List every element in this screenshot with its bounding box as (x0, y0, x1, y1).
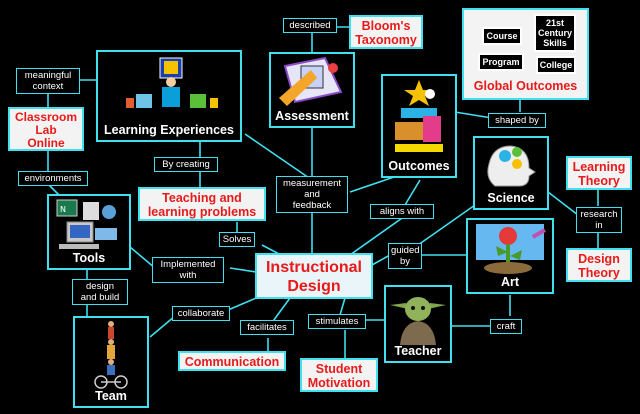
node-science[interactable]: Science (473, 136, 549, 210)
assessment-clipart-icon (279, 56, 343, 106)
tools-computer-icon: N (56, 199, 117, 249)
skills-line3: Skills (543, 38, 567, 48)
link-shaped-by: shaped by (488, 113, 546, 128)
global-outcomes-title: Global Outcomes (473, 79, 578, 93)
measurement-line1: measurement (282, 178, 342, 189)
teaching-line2: learning problems (147, 205, 257, 219)
link-research-in: research in (576, 207, 622, 233)
implemented-line2: with (179, 270, 197, 281)
student-motivation-box[interactable]: Student Motivation (300, 358, 378, 392)
global-course-item[interactable]: Course (482, 27, 522, 45)
outcomes-label: Outcomes (388, 159, 450, 173)
communication-box[interactable]: Communication (178, 351, 286, 371)
blooms-line2: Taxonomy (355, 33, 417, 47)
design-build-line1: design (86, 281, 114, 292)
node-assessment[interactable]: Assessment (269, 52, 355, 128)
link-stimulates: stimulates (308, 314, 366, 329)
teacher-yoda-icon (390, 297, 446, 345)
blooms-taxonomy-box[interactable]: Bloom's Taxonomy (349, 15, 423, 49)
link-craft: craft (490, 319, 522, 334)
classroom-lab-online-box[interactable]: Classroom Lab Online (8, 107, 84, 151)
node-outcomes[interactable]: Outcomes (381, 74, 457, 178)
design-theory-line2: Theory (578, 266, 620, 280)
link-described: described (283, 18, 337, 33)
classroom-line2: Lab (35, 123, 57, 137)
center-line1: Instructional (265, 259, 362, 276)
art-label: Art (500, 275, 520, 289)
science-head-icon (487, 145, 536, 187)
student-line2: Motivation (307, 376, 371, 390)
measurement-line2: and (304, 189, 320, 200)
blooms-line1: Bloom's (361, 19, 411, 33)
student-line1: Student (315, 362, 363, 376)
implemented-line1: Implemented (160, 259, 216, 270)
learning-experiences-label: Learning Experiences (104, 123, 234, 137)
design-build-line2: and build (80, 292, 120, 303)
research-line2: in (595, 220, 603, 231)
guided-line2: by (399, 256, 411, 267)
node-art[interactable]: Art (466, 218, 554, 294)
classroom-line1: Classroom (14, 110, 78, 124)
link-aligns-with: aligns with (370, 204, 434, 219)
classroom-line3: Online (27, 136, 65, 150)
learning-theory-box[interactable]: Learning Theory (566, 156, 632, 190)
svg-text:N: N (60, 205, 66, 214)
global-skills-item[interactable]: 21st Century Skills (534, 14, 576, 52)
skills-line2: Century (537, 28, 572, 38)
research-line1: research (580, 209, 618, 220)
tools-label: Tools (72, 251, 106, 265)
link-facilitates: facilitates (240, 320, 294, 335)
teaching-learning-problems-box[interactable]: Teaching and learning problems (138, 187, 266, 221)
node-team[interactable]: Team (73, 316, 149, 408)
meaningful-line2: context (32, 81, 64, 92)
assessment-label: Assessment (275, 109, 349, 123)
global-outcomes-box[interactable]: Course 21st Century Skills Program Colle… (462, 8, 589, 100)
design-theory-box[interactable]: Design Theory (566, 248, 632, 282)
node-tools[interactable]: N Tools (47, 194, 131, 270)
node-learning-experiences[interactable]: Learning Experiences (96, 50, 242, 142)
link-by-creating: By creating (154, 157, 218, 172)
measurement-line3: feedback (292, 200, 332, 211)
link-environments: environments (18, 171, 88, 186)
global-program-item[interactable]: Program (478, 53, 524, 71)
link-implemented-with: Implemented with (152, 257, 224, 283)
node-teacher[interactable]: Teacher (384, 285, 452, 363)
link-meaningful-context: meaningful context (16, 68, 80, 94)
link-design-and-build: design and build (72, 279, 128, 305)
teaching-line1: Teaching and (162, 191, 242, 205)
design-theory-line1: Design (578, 252, 620, 266)
central-node-instructional-design[interactable]: Instructional Design (255, 253, 373, 299)
center-line2: Design (287, 278, 341, 295)
science-label: Science (487, 191, 535, 205)
team-acrobats-icon (94, 321, 128, 389)
teacher-label: Teacher (394, 344, 442, 358)
guided-line1: guided (391, 245, 420, 256)
meaningful-line1: meaningful (24, 70, 72, 81)
outcomes-clipart-icon (395, 80, 443, 152)
learning-theory-line1: Learning (572, 160, 626, 174)
link-solves: Solves (219, 232, 255, 247)
learning-clipart-icon (126, 57, 218, 108)
link-collaborate: collaborate (172, 306, 230, 321)
global-college-item[interactable]: College (536, 56, 576, 74)
link-guided-by: guided by (388, 243, 422, 269)
skills-line1: 21st (545, 18, 564, 28)
learning-theory-line2: Theory (578, 174, 620, 188)
link-measurement-feedback: measurement and feedback (276, 176, 348, 213)
art-clipart-icon (476, 224, 546, 274)
team-label: Team (95, 389, 127, 403)
